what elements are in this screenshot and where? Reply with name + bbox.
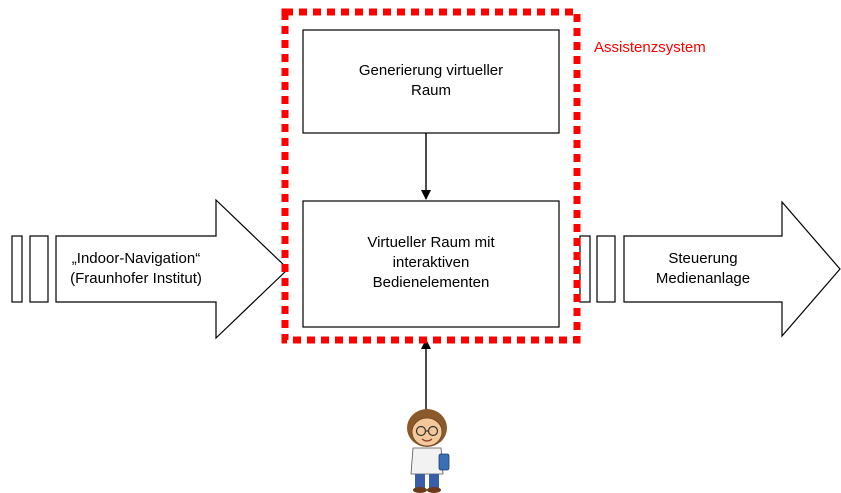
output-arrow-stripe-2	[596, 235, 616, 303]
virtual-room-box-label: Virtueller Raum mit interaktiven Bediene…	[367, 234, 495, 291]
input-arrow	[11, 198, 289, 340]
output-arrow-shape	[623, 200, 841, 338]
input-arrow-stripe-1	[11, 235, 23, 303]
generation-box-label: Generierung virtueller Raum	[358, 62, 504, 99]
system-label: Assistenzsystem	[594, 39, 706, 56]
input-arrow-shape	[55, 198, 289, 340]
input-arrow-label: „Indoor-Navigation“ (Fraunhofer Institut…	[70, 250, 202, 287]
system-boundary	[281, 8, 581, 344]
output-arrow-stripe-1	[579, 235, 591, 303]
input-arrow-stripe-2	[29, 235, 49, 303]
output-arrow-label: Steuerung Medienanlage	[655, 250, 751, 287]
virtual-room-box	[302, 200, 560, 328]
generation-box	[302, 29, 560, 134]
output-arrow	[579, 200, 841, 338]
user-figure-icon	[407, 409, 450, 493]
